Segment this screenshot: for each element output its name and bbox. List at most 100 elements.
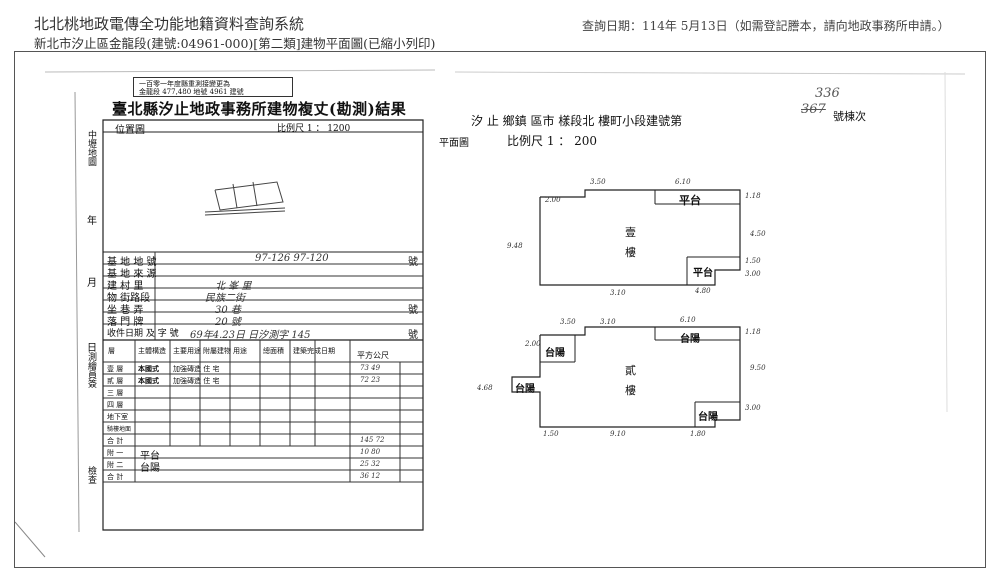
floor-8-area: 25 32 (360, 460, 381, 468)
system-title: 北北桃地政電傳全功能地籍資料查詢系統 (34, 15, 305, 33)
floor-8-structure: 台陽 (140, 463, 160, 474)
build-no: 336 (815, 86, 840, 101)
floor-7: 附 一 (107, 449, 124, 457)
floor1-name2: 樓 (625, 246, 636, 259)
f2-dim-2: 6.10 (680, 316, 696, 324)
floor-1-use: 加強磚造 住 宅 (173, 377, 220, 385)
document-subtitle: 新北市汐止區金龍段(建號:04961-000)[第二類]建物平面圖(已縮小列印) (34, 36, 436, 51)
row-value-4: 30 巷 (215, 305, 241, 316)
th-3: 附屬建物 (203, 347, 231, 355)
stamp-line2: 金龍段 477,480 地號 4961 建號 (139, 88, 244, 96)
row-suffix-4: 號 (408, 305, 418, 316)
floor2-name2: 樓 (625, 384, 636, 397)
f2-dim-7: 1.50 (543, 430, 559, 438)
scanned-building-plan: 一百零一年度縣重測接變更為 金龍段 477,480 地號 4961 建號 臺北縣… (15, 52, 985, 567)
floor2-balcony-top-right: 台陽 (680, 334, 700, 345)
floor-9-area: 36 12 (360, 472, 381, 480)
plan-label: 平面圖 (439, 138, 469, 149)
th-2: 主要用途 (173, 347, 201, 355)
f1-dim-7: 4.80 (695, 287, 711, 295)
side-label-measurer: 測繪員簽 (86, 352, 96, 388)
row-label-4: 坐 巷 弄 (107, 305, 144, 316)
f2-dim-1: 3.10 (600, 318, 616, 326)
f2-dim-5: 9.50 (750, 364, 766, 372)
row-label-5: 落 門 牌 (107, 317, 144, 328)
floor-5: 騎樓地面 (107, 426, 132, 433)
location-map-scale: 比例尺 1 ： 1200 (277, 124, 351, 134)
f1-dim-0: 3.50 (590, 178, 606, 186)
row-value-3: 民族二街 (205, 293, 245, 304)
th-7: 平方公尺 (357, 351, 389, 360)
th-4: 用途 (233, 347, 247, 355)
f2-dim-10: 3.00 (745, 404, 761, 412)
build-no-old: 367 (801, 102, 826, 117)
f1-dim-4: 4.50 (750, 230, 766, 238)
stamp-box: 一百零一年度縣重測接變更為 金龍段 477,480 地號 4961 建號 (133, 77, 293, 97)
f2-dim-9: 1.80 (690, 430, 706, 438)
floor-0-area: 73 49 (360, 364, 381, 372)
side-label-month: 月 (87, 278, 97, 289)
floor-1-structure: 本國式 (138, 376, 159, 385)
query-date: 查詢日期：114年 5月13日（如需登記謄本，請向地政事務所申請。） (582, 19, 950, 33)
th-5: 總面積 (263, 347, 284, 355)
floor-0: 壹 層 (107, 365, 124, 373)
f1-dim-2: 1.18 (745, 192, 761, 200)
scan-artifacts (15, 52, 985, 567)
floor2-balcony-bottom-right: 台陽 (698, 412, 718, 423)
floor-2: 三 層 (107, 389, 124, 397)
floor2-balcony-left: 台陽 (515, 384, 535, 395)
side-label-checker: 檢查 (86, 466, 96, 484)
floor-7-area: 10 80 (360, 448, 381, 456)
floor-0-structure: 本國式 (138, 364, 159, 373)
floor2-name: 貳 (625, 364, 636, 377)
floor-7-structure: 平台 (140, 451, 160, 462)
f2-dim-3: 1.18 (745, 328, 761, 336)
floor-4: 地下室 (107, 413, 128, 421)
th-0: 層 (108, 347, 115, 355)
row-value-5: 20 號 (215, 317, 241, 328)
f2-dim-4: 2.00 (525, 340, 541, 348)
row-label-1: 基 地 來 源 (107, 269, 157, 280)
f1-dim-3: 2.00 (545, 196, 561, 204)
th-1: 主體構造 (138, 347, 166, 355)
plan-scale: 比例尺 1 ： 200 (507, 134, 597, 148)
floor1-name: 壹 (625, 226, 636, 239)
f1-dim-1: 6.10 (675, 178, 691, 186)
f2-dim-0: 3.50 (560, 318, 576, 326)
side-label-day: 日 (87, 343, 97, 354)
row-suffix-0: 號 (408, 257, 418, 268)
floor-6: 合 計 (107, 437, 124, 445)
left-sheet-grid (15, 52, 985, 567)
floor-9: 合 計 (107, 473, 124, 481)
row-label-3: 物 街路段 (107, 293, 151, 304)
floor-plans (15, 52, 985, 567)
floor2-balcony-top-left: 台陽 (545, 348, 565, 359)
row-label-6: 收件日期 及 字 號 (107, 329, 179, 339)
f1-dim-5: 9.48 (507, 242, 523, 250)
floor1-balcony-side: 平台 (693, 268, 713, 279)
side-label-index: 中壢地圖 (86, 130, 96, 166)
row-value-0: 97-126 97-120 (255, 253, 329, 264)
location-map-label: 位置圖 (115, 125, 145, 136)
stamp-line1: 一百零一年度縣重測接變更為 (139, 80, 230, 88)
row-label-7: 號 (408, 330, 418, 341)
row-label-2: 建 村 里 (107, 281, 144, 292)
side-label-year: 年 (87, 216, 97, 227)
row-value-6: 69年4.23日 日汐測字 145 (190, 330, 311, 341)
right-location: 汐 止 鄉鎮 區市 樣段北 樓町小段建號第 (471, 114, 683, 128)
left-sheet-title: 臺北縣汐止地政事務所建物複丈(勘測)結果 (112, 100, 407, 118)
floor-1: 貳 層 (107, 377, 124, 385)
floor-1-area: 72 23 (360, 376, 381, 384)
f2-dim-8: 9.10 (610, 430, 626, 438)
floor-8: 附 二 (107, 461, 124, 469)
floor-0-use: 加強磚造 住 宅 (173, 365, 220, 373)
f1-dim-8: 1.50 (745, 257, 761, 265)
floor-3: 四 層 (107, 401, 124, 409)
floor1-balcony-top: 平台 (679, 194, 701, 207)
row-label-0: 基 地 地 號 (107, 257, 157, 268)
th-6: 建築完成日期 (293, 347, 335, 355)
floor-6-area: 145 72 (360, 436, 385, 444)
f1-dim-6: 3.10 (610, 289, 626, 297)
document-frame: 一百零一年度縣重測接變更為 金龍段 477,480 地號 4961 建號 臺北縣… (14, 51, 986, 568)
f1-dim-9: 3.00 (745, 270, 761, 278)
